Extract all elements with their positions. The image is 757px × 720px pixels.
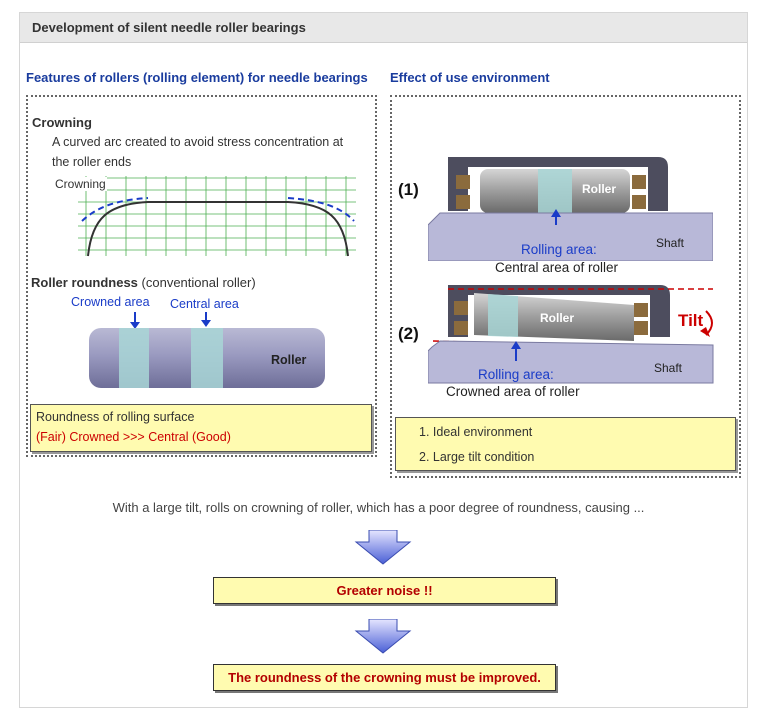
fig1-shaft-label: Shaft — [656, 236, 685, 250]
central-area-label: Central area — [170, 297, 239, 311]
conditions-list-box: 1. Ideal environment 2. Large tilt condi… — [395, 417, 736, 471]
fig2-bearing-diagram — [428, 285, 714, 384]
roundness-heading: Roller roundness (conventional roller) — [31, 275, 256, 290]
roller-profile-curve — [87, 201, 349, 257]
fig1-outer-ring — [448, 157, 668, 211]
fig2-cage-right-top — [634, 303, 648, 317]
fig2-roller-label: Roller — [540, 311, 575, 325]
fig2-cage-left-top — [454, 301, 468, 315]
crowning-diagram — [78, 176, 356, 257]
right-section-heading: Effect of use environment — [390, 70, 550, 85]
left-section-heading: Features of rollers (rolling element) fo… — [26, 70, 368, 85]
central-area-arrowhead — [201, 320, 211, 327]
conclusion-statement: With a large tilt, rolls on crowning of … — [112, 500, 645, 515]
crowning-desc-line1: A curved arc created to avoid stress con… — [52, 135, 344, 149]
central-band — [191, 328, 223, 388]
fig1-bearing-diagram — [428, 157, 713, 261]
crowning-title: Crowning — [32, 115, 92, 130]
fig2-rolling-arrowhead — [511, 341, 521, 349]
crowning-left-dashed — [81, 197, 149, 222]
down-arrow-2-icon — [354, 619, 412, 654]
fig1-number: (1) — [398, 180, 419, 199]
fig1-rolling-label: Rolling area: — [521, 242, 597, 257]
left-diagram-box — [26, 95, 377, 457]
fig1-area-label: Central area of roller — [495, 260, 619, 275]
fig2-crowned-band — [488, 294, 518, 337]
condition-item-2: 2. Large tilt condition — [419, 450, 535, 464]
fig1-roller-label: Roller — [582, 182, 617, 196]
crowning-right-dashed — [287, 197, 355, 222]
fig2-area-label: Crowned area of roller — [446, 384, 580, 399]
down-arrow-1-icon — [354, 530, 412, 565]
fig1-rolling-arrowhead — [551, 209, 561, 217]
crowned-band — [119, 328, 149, 388]
roller-roundness-diagram — [89, 312, 325, 388]
roundness-subtitle: (conventional roller) — [137, 275, 256, 290]
roller-label: Roller — [271, 353, 307, 367]
roundness-note-box: Roundness of rolling surface (Fair) Crow… — [30, 404, 372, 452]
fig2-tilt-label: Tilt — [678, 311, 704, 330]
crowning-desc-line2: the roller ends — [52, 155, 132, 169]
fig1-cage-left-bottom — [456, 195, 470, 209]
fig2-shaft — [428, 340, 714, 384]
page-header: Development of silent needle roller bear… — [20, 13, 747, 43]
result-improve-crowning: The roundness of the crowning must be im… — [213, 664, 556, 691]
fig1-shaft — [428, 212, 713, 261]
roundness-title: Roller roundness — [31, 275, 138, 290]
fig1-cage-right-bottom — [632, 195, 646, 209]
roundness-note-line1: Roundness of rolling surface — [36, 410, 195, 424]
page-title: Development of silent needle roller bear… — [32, 20, 306, 35]
roundness-note-line2: (Fair) Crowned >>> Central (Good) — [36, 430, 231, 444]
fig2-cage-left-bottom — [454, 321, 468, 335]
fig2-number: (2) — [398, 324, 419, 343]
condition-item-1: 1. Ideal environment — [419, 425, 533, 439]
crowned-area-arrowhead — [130, 322, 140, 329]
fig1-cage-left-top — [456, 175, 470, 189]
result-greater-noise: Greater noise !! — [213, 577, 556, 604]
crowning-label: Crowning — [54, 177, 107, 191]
right-diagram-box — [390, 95, 741, 478]
fig2-cage-right-bottom — [634, 321, 648, 335]
fig2-outer-ring — [448, 285, 670, 337]
fig1-central-band — [538, 169, 572, 213]
crowned-area-label: Crowned area — [71, 295, 150, 309]
crowning-grid — [78, 176, 356, 256]
fig2-shaft-label: Shaft — [654, 361, 683, 375]
fig1-cage-right-top — [632, 175, 646, 189]
fig2-rolling-label: Rolling area: — [478, 367, 554, 382]
tilt-arrowhead — [700, 327, 710, 337]
